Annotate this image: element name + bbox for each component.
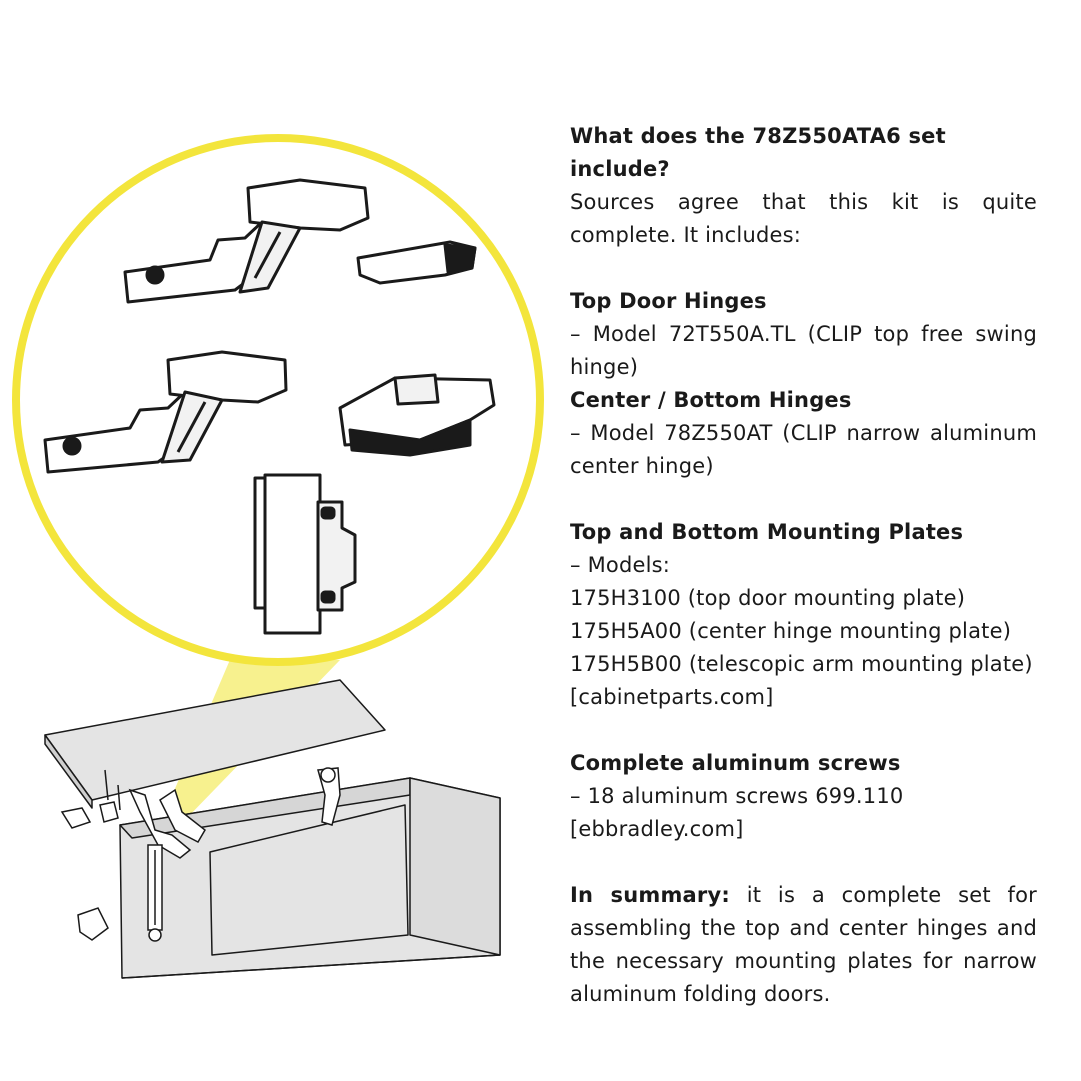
plates-line: 175H3100 (top door mounting plate) (570, 586, 966, 610)
screws-heading: Complete aluminum screws (570, 751, 901, 775)
cabinet-hardware (60, 767, 341, 942)
cabinet-drawing (44, 679, 501, 979)
intro-text: Sources agree that this kit is quite com… (570, 190, 1037, 247)
center-hinges-heading: Center / Bottom Hinges (570, 388, 852, 412)
plates-heading: Top and Bottom Mounting Plates (570, 520, 964, 544)
intro-question: What does the 78Z550ATA6 set include? (570, 124, 946, 181)
plates-line: – Models: (570, 553, 671, 577)
center-hinge-drawing (43, 350, 288, 474)
summary-label: In summary: (570, 883, 730, 907)
center-hinges-text: – Model 78Z550AT (CLIP narrow aluminum c… (570, 421, 1037, 478)
plates-line: 175H5B00 (telescopic arm mounting plate) (570, 652, 1033, 676)
product-description: What does the 78Z550ATA6 set include? So… (570, 120, 1037, 1011)
summary-paragraph: In summary: it is a complete set for ass… (570, 879, 1037, 1011)
telescopic-plate-drawing (253, 473, 357, 635)
screws-line: – 18 aluminum screws 699.110 (570, 784, 904, 808)
screws-source: [ebbradley.com] (570, 817, 744, 841)
mounting-plate-drawing-1 (356, 240, 477, 285)
plates-source: [cabinetparts.com] (570, 685, 774, 709)
hinge-kit-illustration (12, 134, 544, 979)
top-hinges-text: – Model 72T550A.TL (CLIP top free swing … (570, 322, 1037, 379)
plates-line: 175H5A00 (center hinge mounting plate) (570, 619, 1012, 643)
mounting-plate-drawing-2 (338, 373, 496, 457)
summary-text: it is a complete set for assembling the … (570, 883, 1037, 1006)
top-hinges-heading: Top Door Hinges (570, 289, 767, 313)
top-hinge-drawing (123, 178, 370, 304)
